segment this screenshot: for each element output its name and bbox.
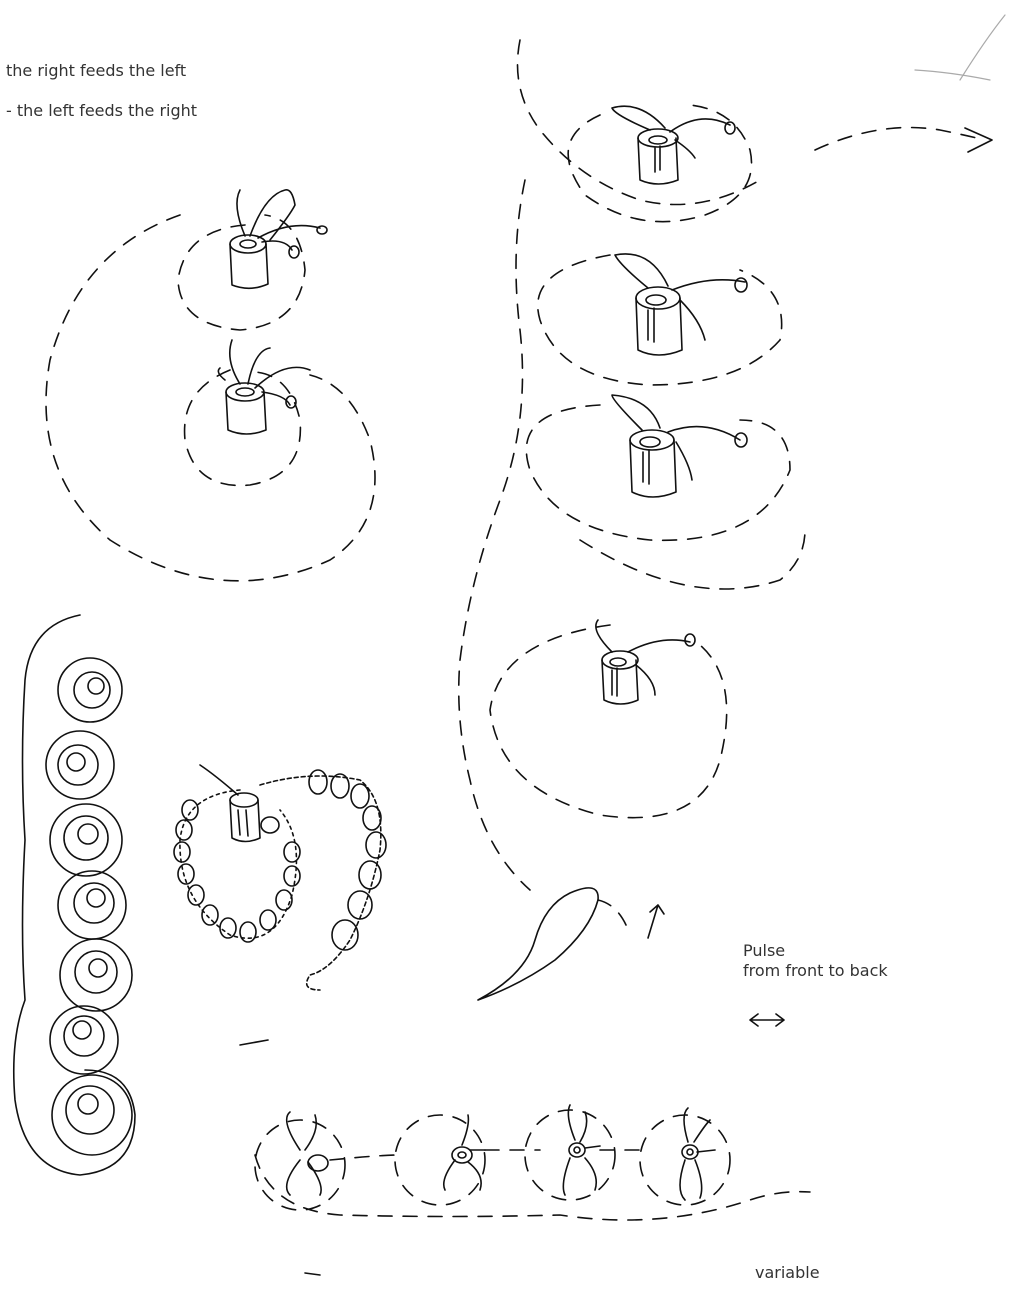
pod-2 (615, 254, 747, 355)
tail-dashed (598, 900, 630, 935)
double-arrow-icon (750, 1014, 784, 1026)
bottom-link-dashes (330, 1150, 650, 1160)
coil-ring (174, 765, 386, 1045)
bottom-dashed-path (255, 1155, 810, 1220)
tail-shape (478, 888, 598, 1000)
stray-mark (240, 1040, 268, 1045)
coil-center-pod (200, 765, 279, 842)
exit-arrow-icon (965, 128, 992, 152)
spiral-2 (46, 731, 114, 799)
pod-2-orbit (538, 255, 782, 385)
seq-pod-1 (255, 1112, 345, 1210)
upper-pod-orbit (178, 215, 305, 330)
upper-pod (230, 190, 327, 288)
spine-dashed-path (459, 180, 530, 890)
bottom-sequence (255, 1105, 810, 1275)
spiral-7 (52, 1075, 132, 1155)
spiral-chain (14, 615, 135, 1175)
bottom-stray-mark (305, 1273, 320, 1275)
lower-pod-orbit (185, 370, 301, 485)
spiral-4 (58, 871, 126, 939)
seq-pod-2 (395, 1115, 485, 1205)
seq-pod-4 (640, 1108, 730, 1205)
spiral-1 (58, 658, 122, 722)
left-pods-group (46, 190, 375, 581)
pod-1 (612, 106, 735, 184)
exit-dashed-path (815, 128, 985, 151)
pod-3 (612, 395, 747, 497)
corner-scribble (915, 15, 1005, 80)
spiral-3 (50, 804, 122, 876)
spiral-5 (60, 939, 132, 1011)
up-arrow-icon (648, 905, 664, 938)
spiral-6 (50, 1006, 118, 1074)
outer-dashed-orbit (46, 215, 375, 581)
seq-pod-3 (525, 1105, 615, 1200)
pod-4 (596, 620, 695, 704)
right-pods-group (459, 40, 992, 1000)
coil-loops (174, 770, 386, 950)
lower-pod (218, 340, 310, 434)
